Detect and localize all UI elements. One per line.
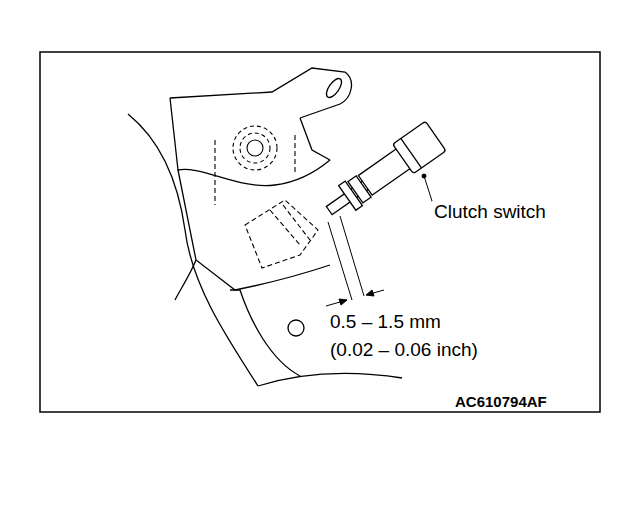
label-holder: 0.5 – 1.5 mm xyxy=(328,311,443,333)
label-holder: Clutch switch xyxy=(432,201,548,223)
pivot-hub xyxy=(215,126,295,205)
dimension: 0.5 – 1.5 mm xyxy=(328,311,443,333)
figure-code: AC610794AF xyxy=(453,393,549,410)
frame xyxy=(40,52,600,412)
leader-line xyxy=(422,174,433,204)
stopper-hidden xyxy=(245,200,318,268)
dimension: (0.02 – 0.06 inch) xyxy=(328,339,480,361)
label-holder: (0.02 – 0.06 inch) xyxy=(328,339,480,361)
clutch-switch-body xyxy=(319,121,446,225)
dimension-lines xyxy=(326,216,384,306)
part-name: Clutch switch xyxy=(432,201,548,223)
label-holder: AC610794AF xyxy=(453,393,549,411)
